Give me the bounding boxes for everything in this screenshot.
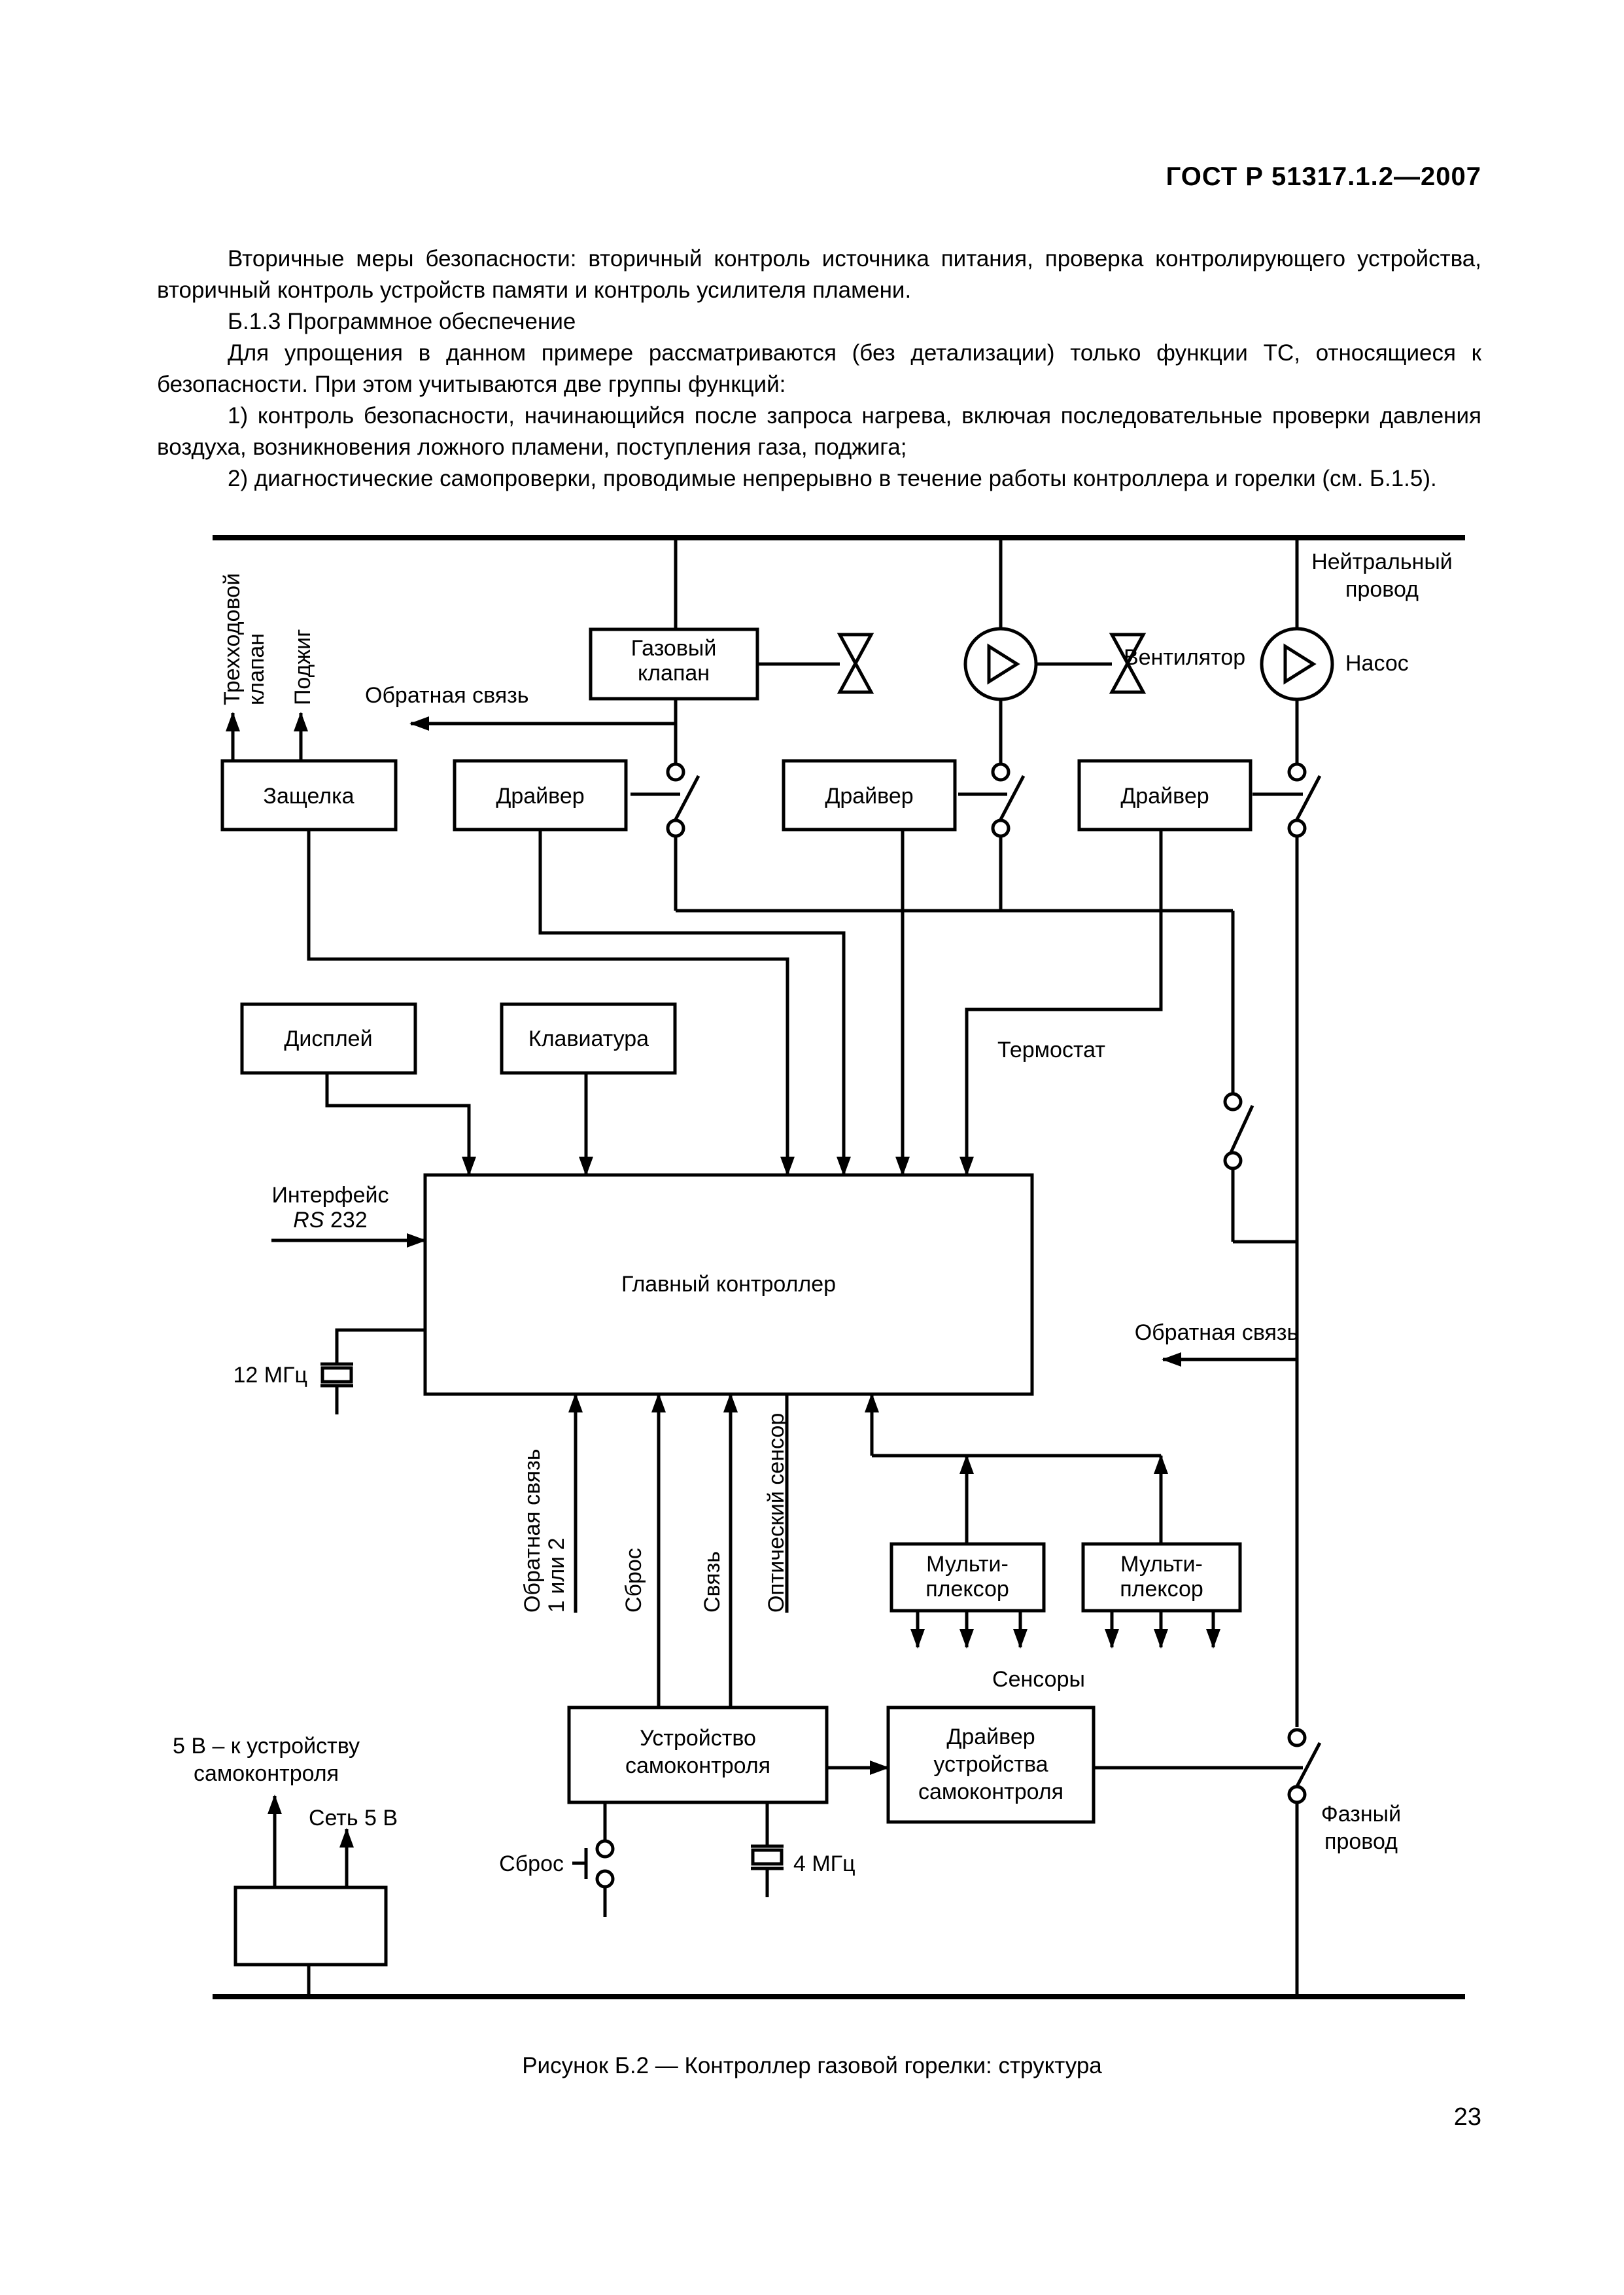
self-check-driver-label-2: устройства	[933, 1752, 1048, 1777]
thermostat-label: Термостат	[997, 1038, 1105, 1062]
sensors-label: Сенсоры	[992, 1667, 1085, 1692]
latch-label: Защелка	[263, 784, 354, 809]
driver-2-block	[782, 759, 957, 832]
paragraph-software: Для упрощения в данном примере рассматри…	[157, 340, 1481, 397]
feedback-12-label-2: 1 или 2	[544, 1537, 569, 1613]
gas-valve-label-2: клапан	[638, 661, 710, 686]
paragraph-secondary-measures: Вторичные меры безопасности: вторичный к…	[157, 246, 1481, 303]
diagram-labels: Газовый клапан Вентилятор Насос Нейтраль…	[173, 550, 1453, 1876]
driver-1-block	[453, 759, 628, 832]
self-check-driver-block	[886, 1706, 1096, 1824]
feedback-top-label: Обратная связь	[365, 683, 529, 708]
multiplexor-1-label-2: плексор	[925, 1577, 1009, 1602]
display-label: Дисплей	[284, 1026, 372, 1051]
three-way-valve-label-2: клапан	[244, 633, 269, 705]
link-label: Связь	[700, 1551, 725, 1613]
driver-3-block	[1077, 759, 1253, 832]
multiplexor-2-label-2: плексор	[1120, 1577, 1203, 1602]
pump-label: Насос	[1345, 651, 1409, 676]
three-way-valve-label-1: Трехходовой	[220, 573, 245, 705]
paragraph-item-2: 2) диагностические самопроверки, проводи…	[228, 466, 1437, 491]
interface-label-1: Интерфейс	[271, 1183, 389, 1208]
mains-5v-label: Сеть 5 В	[309, 1806, 398, 1831]
feedback-12-label-1: Обратная связь	[520, 1448, 545, 1613]
supply-label-2: самоконтроля	[194, 1761, 339, 1786]
phase-label-1: Фазный	[1321, 1802, 1401, 1827]
neutral-label-1: Нейтральный	[1311, 550, 1453, 574]
main-controller-block	[423, 1173, 1034, 1396]
blocks	[220, 627, 1253, 1967]
multiplexor-1-label-1: Мульти-	[926, 1552, 1009, 1577]
paragraph-item-1: 1) контроль безопасности, начинающийся п…	[157, 403, 1481, 460]
gas-valve-block	[589, 627, 759, 701]
self-check-block	[567, 1706, 829, 1804]
wiring	[226, 538, 1322, 1997]
reset-vertical-label: Сброс	[621, 1548, 646, 1613]
supply-label-1: 5 В – к устройству	[173, 1734, 360, 1759]
phase-label-2: провод	[1324, 1829, 1398, 1854]
display-block	[240, 1002, 417, 1075]
fan-valve-icon	[1109, 633, 1147, 694]
clock-12-label: 12 МГц	[233, 1363, 307, 1388]
power-supply-block	[233, 1885, 388, 1967]
self-check-label-2: самоконтроля	[625, 1753, 770, 1778]
reset-button-label: Сброс	[499, 1851, 564, 1876]
driver-3-label: Драйвер	[1120, 784, 1209, 809]
self-check-driver-label-1: Драйвер	[946, 1725, 1035, 1749]
ignition-label: Поджиг	[290, 629, 315, 705]
interface-label-2: RS 232	[293, 1208, 367, 1233]
gas-valve-icon	[837, 633, 874, 694]
self-check-driver-label-3: самоконтроля	[918, 1779, 1063, 1804]
page-number: 23	[1453, 2103, 1481, 2131]
driver-2-label: Драйвер	[825, 784, 913, 809]
feedback-right-label: Обратная связь	[1135, 1320, 1299, 1345]
document-header: ГОСТ Р 51317.1.2—2007	[1166, 162, 1481, 191]
clock-4-label: 4 МГц	[793, 1851, 855, 1876]
neutral-label-2: провод	[1345, 577, 1419, 602]
self-check-label-1: Устройство	[640, 1726, 756, 1751]
driver-1-label: Драйвер	[496, 784, 584, 809]
multiplexor-2-label-1: Мульти-	[1120, 1552, 1203, 1577]
multiplexor-2-block	[1081, 1542, 1242, 1613]
fan-label: Вентилятор	[1124, 645, 1245, 670]
figure-caption: Рисунок Б.2 — Контроллер газовой горелки…	[522, 2053, 1102, 2078]
section-heading: Б.1.3 Программное обеспечение	[228, 309, 576, 334]
keyboard-block	[500, 1002, 677, 1075]
main-controller-label: Главный контроллер	[621, 1272, 836, 1297]
bus-lines	[213, 535, 1465, 1999]
keyboard-label: Клавиатура	[528, 1026, 649, 1051]
multiplexor-1-block	[890, 1542, 1046, 1613]
gas-valve-label-1: Газовый	[631, 636, 717, 661]
optical-sensor-label: Оптический сенсор	[764, 1413, 789, 1613]
pump-icons	[963, 627, 1334, 701]
valve-icons	[837, 633, 1147, 694]
latch-block	[220, 759, 398, 832]
switch-contacts	[595, 762, 1307, 1889]
